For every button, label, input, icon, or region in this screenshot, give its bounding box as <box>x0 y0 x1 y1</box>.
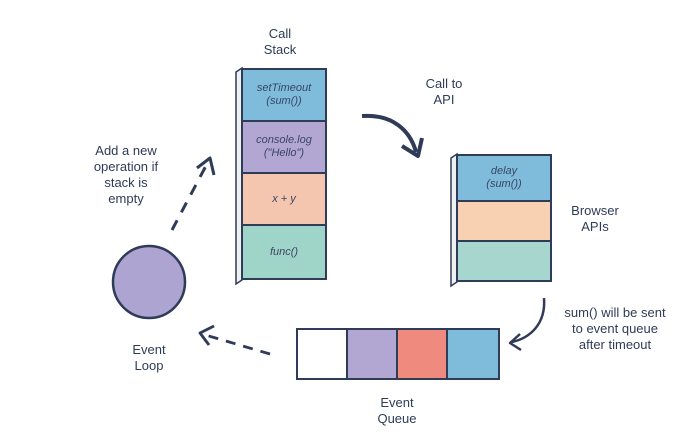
browser-api-slot-2 <box>456 200 552 242</box>
call-stack-side <box>235 66 243 286</box>
add-operation-label: Add a new operation if stack is empty <box>93 143 159 206</box>
event-queue-title: Event Queue <box>377 395 417 426</box>
event-loop-title: Event Loop <box>132 342 166 373</box>
event-queue-cell-3 <box>396 328 448 380</box>
event-queue-cell-2 <box>346 328 398 380</box>
stack-frame-console-log: console.log ("Hello") <box>241 120 327 174</box>
browser-api-slot-3 <box>456 240 552 282</box>
queue-to-loop-arrow <box>201 332 271 356</box>
loop-to-stack-arrow <box>170 161 210 231</box>
browser-api-delay: delay (sum()) <box>456 154 552 202</box>
sent-to-queue-label: sum() will be sent to event queue after … <box>564 305 666 352</box>
stack-frame-func: func() <box>241 224 327 280</box>
call-to-api-arrow <box>361 113 418 153</box>
stack-frame-label: console.log ("Hello") <box>256 134 312 159</box>
event-queue-cell-1 <box>296 328 348 380</box>
stack-frame-label: func() <box>269 245 299 258</box>
stack-frame-x-plus-y: x + y <box>241 172 327 226</box>
stack-frame-settimeout: setTimeout (sum()) <box>241 68 327 122</box>
browser-apis-label: Browser APIs <box>571 203 619 234</box>
event-loop-circle <box>111 244 187 320</box>
to-event-queue-arrow <box>511 297 546 344</box>
stack-frame-label: setTimeout (sum()) <box>256 82 312 107</box>
call-stack-title: Call Stack <box>263 26 297 57</box>
browser-apis-side <box>450 152 458 288</box>
browser-api-label: delay (sum()) <box>486 165 522 190</box>
stack-frame-label: x + y <box>272 192 296 205</box>
call-to-api-label: Call to API <box>425 76 463 107</box>
event-queue-cell-4 <box>446 328 500 380</box>
